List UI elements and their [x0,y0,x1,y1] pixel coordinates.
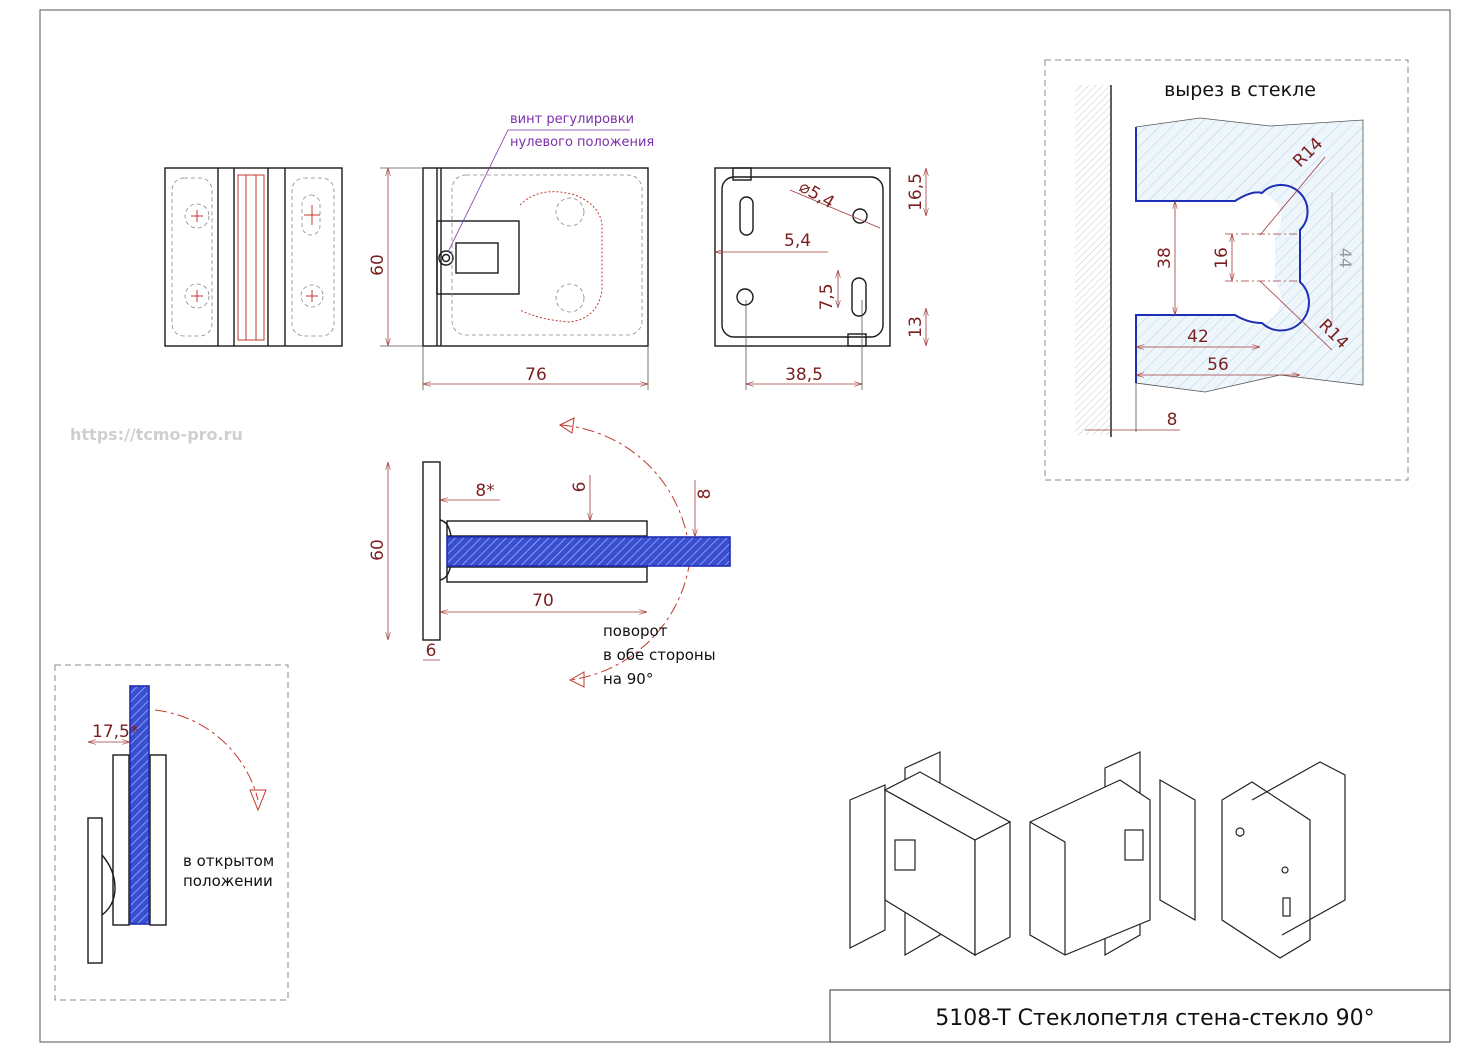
dim-42: 42 [1187,327,1209,347]
dim-70: 70 [532,591,554,611]
title-block: 5108-T Стеклопетля стена-стекло 90° [829,989,1451,1043]
dim-44: 44 [1336,248,1355,268]
dim-8-right: 8 [695,489,715,500]
open-note-2: положении [183,872,273,890]
dim-height: 60 [368,254,388,276]
open-position-view: 17,5* в открытом положении [54,664,289,1001]
front-view [164,167,343,347]
dim-top: 16,5 [906,173,926,211]
sheet-border [39,9,1451,1043]
dim-bottom: 13 [906,316,926,338]
dim-width: 76 [525,365,547,385]
dim-slot: 5,4 [784,231,811,251]
callout-line2: нулевого положения [510,135,654,150]
back-view: ⌀5,4 5,4 16,5 7,5 13 38,5 [714,167,926,390]
open-note-1: в открытом [183,852,274,870]
isometric-views [849,751,1346,959]
dim-width-back: 38,5 [785,365,823,385]
rotate-note-2: в обе стороны [603,646,716,664]
drawing-title: 5108-T Стеклопетля стена-стекло 90° [935,1006,1374,1031]
rotate-note-1: поворот [603,622,668,640]
callout-line1: винт регулировки [510,112,634,127]
dim-8-star: 8* [475,481,494,501]
dim-open: 17,5* [92,722,138,742]
dim-16: 16 [1212,247,1232,269]
dim-8: 8 [1167,410,1178,430]
cutout-title: вырез в стекле [1164,79,1316,101]
glass-cutout-panel: вырез в стекле 38 16 44 R14 R14 42 56 8 [1044,59,1409,481]
side-view: 60 76 винт регулировки нулевого положени… [368,112,654,390]
dim-38: 38 [1155,247,1175,269]
dim-6-bottom: 6 [426,641,437,661]
dim-56: 56 [1207,355,1229,375]
dim-6-top: 6 [570,482,590,493]
section-view: 60 8* 6 8 70 6 поворот в обе стороны на … [368,417,731,688]
dim-mid: 7,5 [817,283,837,310]
dim-60-section: 60 [368,539,388,561]
rotate-note-3: на 90° [603,670,653,688]
watermark-text: https://tcmo-pro.ru [70,425,243,444]
